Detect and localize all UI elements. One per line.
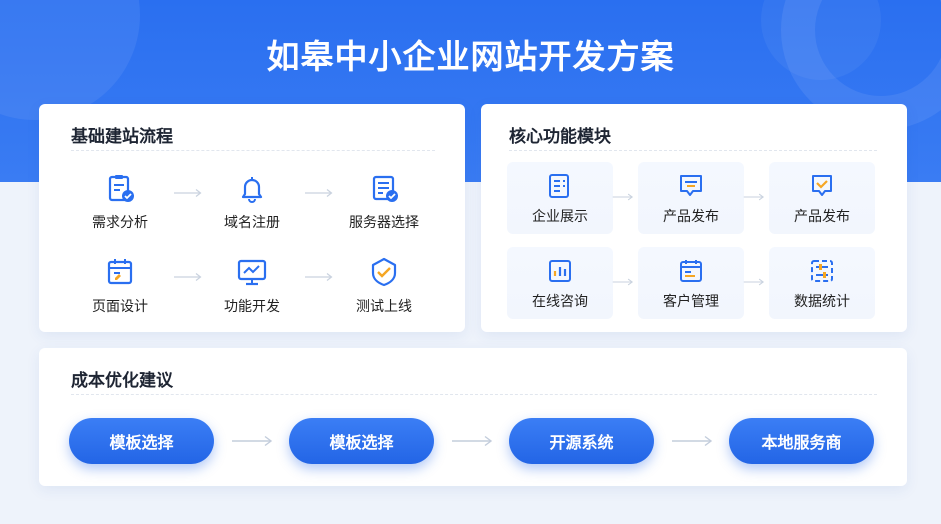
flow-step: 服务器选择: [329, 172, 439, 232]
calendar-list-icon: [680, 260, 702, 282]
divider: [71, 150, 435, 151]
arrow-right-icon: [174, 189, 202, 197]
cost-step-pill: 开源系统: [509, 418, 654, 464]
module-card-title: 核心功能模块: [509, 127, 611, 147]
shield-check-icon: [371, 257, 397, 287]
cost-step-pill: 本地服务商: [729, 418, 874, 464]
message-edit-icon: [680, 175, 702, 196]
flow-step: 需求分析: [65, 172, 175, 232]
flow-step: 域名注册: [197, 172, 307, 232]
flow-step-label: 测试上线: [356, 299, 412, 315]
divider: [509, 150, 877, 151]
cost-step-pill: 模板选择: [289, 418, 434, 464]
calendar-edit-icon: [107, 259, 133, 285]
flow-step: 页面设计: [65, 256, 175, 316]
flow-step-label: 功能开发: [224, 299, 280, 315]
clipboard-check-icon: [108, 175, 134, 202]
arrow-right-icon: [672, 435, 713, 447]
module-tile-label: 产品发布: [794, 209, 850, 225]
page-title: 如皋中小企业网站开发方案: [266, 37, 675, 76]
cost-card-title: 成本优化建议: [71, 371, 173, 391]
arrow-right-icon: [743, 278, 765, 286]
cost-card: 成本优化建议 模板选择 模板选择 开源系统 本地服务商: [39, 348, 907, 486]
module-tile-label: 企业展示: [532, 209, 588, 225]
bar-chart-icon: [549, 260, 571, 282]
flow-step-label: 服务器选择: [349, 215, 419, 231]
flow-step-label: 需求分析: [92, 215, 148, 231]
cost-step-pill: 模板选择: [69, 418, 214, 464]
arrow-right-icon: [612, 193, 634, 201]
module-tile: 产品发布: [638, 162, 744, 234]
monitor-chart-icon: [237, 259, 267, 286]
arrow-right-icon: [305, 273, 333, 281]
flow-card: 基础建站流程 需求分析 域名注册: [39, 104, 465, 332]
flow-step: 测试上线: [329, 256, 439, 316]
module-tile-label: 客户管理: [663, 294, 719, 310]
module-tile-label: 在线咨询: [532, 294, 588, 310]
module-card: 核心功能模块 企业展示 产品发布 产品发布: [481, 104, 907, 332]
module-tile: 数据统计: [769, 247, 875, 319]
bell-icon: [241, 177, 263, 203]
flow-step-label: 页面设计: [92, 299, 148, 315]
module-tile: 企业展示: [507, 162, 613, 234]
arrow-right-icon: [232, 435, 273, 447]
module-tile-label: 数据统计: [794, 294, 850, 310]
chat-check-icon: [812, 175, 832, 196]
document-check-icon: [372, 175, 398, 202]
divider: [71, 394, 877, 395]
arrow-right-icon: [305, 189, 333, 197]
module-tile-label: 产品发布: [663, 209, 719, 225]
arrow-right-icon: [612, 278, 634, 286]
arrow-right-icon: [452, 435, 493, 447]
sliders-icon: [811, 260, 833, 282]
list-doc-icon: [549, 174, 569, 198]
flow-step-label: 域名注册: [224, 215, 280, 231]
module-tile: 产品发布: [769, 162, 875, 234]
module-tile: 在线咨询: [507, 247, 613, 319]
flow-card-title: 基础建站流程: [71, 127, 173, 147]
module-tile: 客户管理: [638, 247, 744, 319]
arrow-right-icon: [743, 193, 765, 201]
arrow-right-icon: [174, 273, 202, 281]
flow-step: 功能开发: [197, 256, 307, 316]
